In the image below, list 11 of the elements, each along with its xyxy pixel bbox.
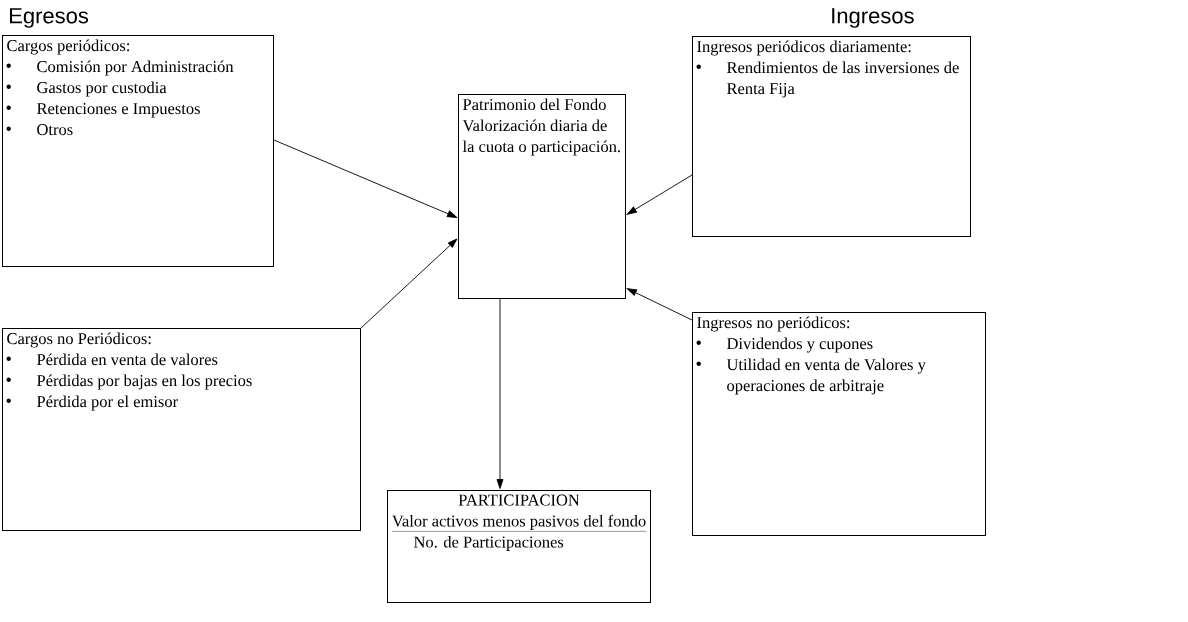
list-box: Ingresos periódicos diariamente: Rendimientos de las inversiones de Renta Fija [692,36,971,237]
list-box: Ingresos no periódicos: Dividendos y cupones Utilidad en venta de Valores y operaciones de arbitraje [692,312,986,536]
list-box: Cargos no Periódicos: Pérdida en venta de valores Pérdidas por bajas en los precios Pérdida por el emisor [2,328,361,531]
arrow [273,139,458,218]
list-box: Cargos periódicos: Comisión por Administración Gastos por custodia Retenciones e Impuestos Otros [2,35,274,267]
arrow [360,238,458,329]
arrow [626,288,693,321]
formula-box: PARTICIPACION Valor activos menos pasivos del fondo No. de Participaciones [387,490,651,603]
arrow [496,298,504,489]
arrow [626,174,693,215]
process-box: Patrimonio del Fondo Valorización diaria de la cuota o participación. [458,94,626,299]
